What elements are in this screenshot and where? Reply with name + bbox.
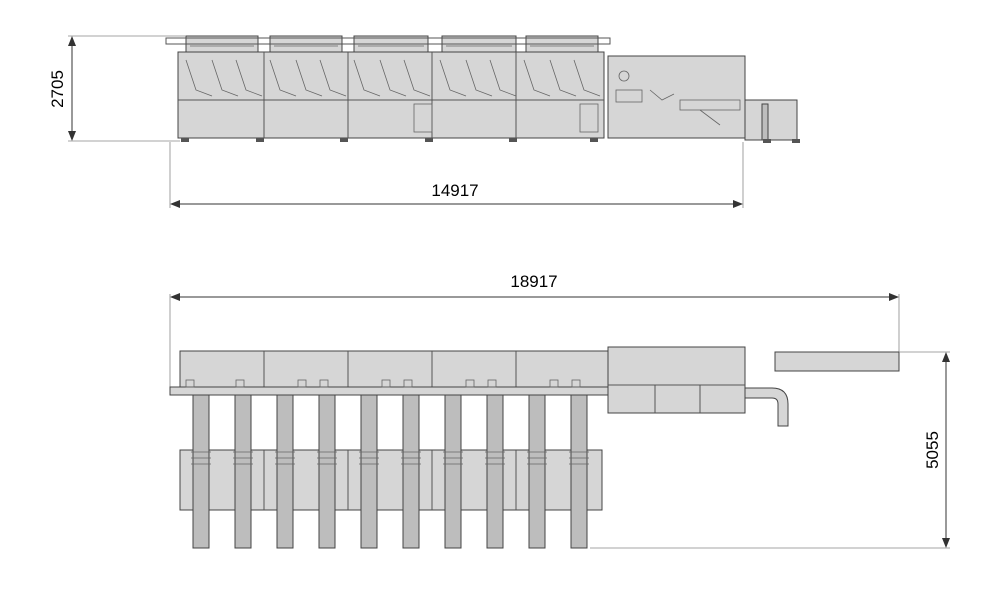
- side-view-top-modules: [165, 35, 611, 53]
- side-view-conveyor-extension: [744, 99, 798, 141]
- side-view-right-cabinet: [607, 55, 746, 139]
- side-length-dimension: 14917: [169, 142, 744, 208]
- top-width-dimension: 5055: [590, 351, 950, 549]
- side-height-label: 2705: [48, 70, 67, 108]
- top-length-label: 18917: [510, 272, 557, 291]
- side-view-feet: [181, 138, 598, 142]
- side-view-feeder-arms: [185, 59, 601, 133]
- top-view-right-cabinet: [607, 346, 746, 414]
- side-length-label: 14917: [431, 181, 478, 200]
- top-view-remote-conveyor: [774, 351, 900, 372]
- side-height-dimension: 2705: [48, 35, 186, 142]
- top-view-outlet-chute: [744, 387, 789, 427]
- side-view-main-body: [177, 51, 605, 139]
- top-view-feeder-columns: [185, 379, 589, 549]
- top-view: 18917: [169, 272, 950, 549]
- top-width-label: 5055: [923, 431, 942, 469]
- side-view: [165, 35, 800, 143]
- top-view-main-body: [179, 350, 609, 388]
- top-length-dimension: 18917: [169, 272, 900, 395]
